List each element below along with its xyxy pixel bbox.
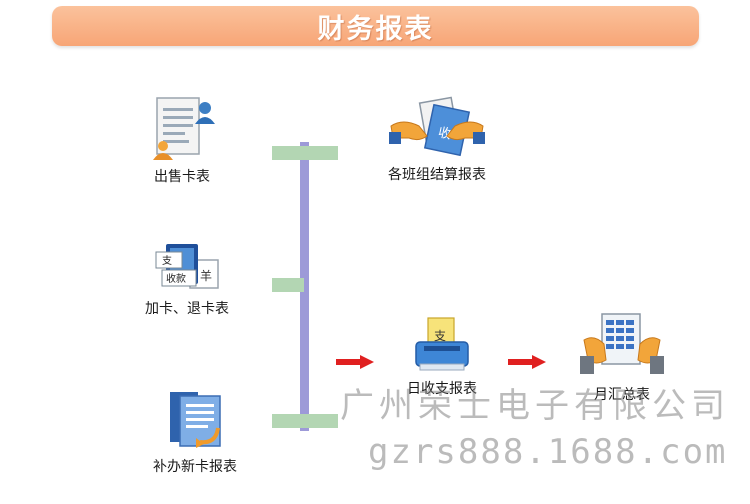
- node-reissue-card[interactable]: 补办新卡报表: [140, 388, 250, 476]
- flow-arrow-icon: [336, 355, 374, 369]
- page-title: 财务报表: [317, 13, 434, 45]
- watermark-site: gzrs888.1688.com: [368, 432, 728, 472]
- printer-receipt-icon: 支: [415, 317, 469, 371]
- connector-stub-middle: [272, 278, 304, 292]
- node-label: 出售卡表: [154, 169, 210, 185]
- node-add-refund-card[interactable]: 羊 支 收款 加卡、退卡表: [132, 242, 242, 318]
- svg-text:收: 收: [437, 125, 453, 142]
- svg-text:收款: 收款: [166, 272, 186, 285]
- node-label: 各班组结算报表: [388, 167, 486, 183]
- svg-text:羊: 羊: [200, 268, 212, 283]
- connector-stub-top: [272, 146, 338, 160]
- payment-receipt-icon: 羊 支 收款: [155, 244, 219, 289]
- node-sell-card[interactable]: 出售卡表: [142, 96, 222, 186]
- hands-spreadsheet-icon: [580, 313, 664, 374]
- svg-text:支: 支: [162, 255, 172, 267]
- node-shift-settlement[interactable]: 收 各班组结算报表: [372, 96, 502, 184]
- node-label: 补办新卡报表: [153, 459, 237, 475]
- node-label: 日收支报表: [407, 381, 477, 397]
- document-user-icon: [153, 97, 215, 160]
- reissue-documents-icon: [170, 392, 221, 448]
- connector-stub-bottom: [272, 414, 338, 428]
- handshake-receipt-icon: 收: [389, 96, 485, 157]
- node-monthly-summary[interactable]: 月汇总表: [572, 312, 672, 404]
- title-banner: 财务报表: [52, 6, 699, 46]
- node-label: 加卡、退卡表: [145, 301, 229, 317]
- node-label: 月汇总表: [594, 387, 650, 403]
- flow-arrow-icon: [508, 355, 546, 369]
- connector-bus: [300, 142, 309, 431]
- node-daily-report[interactable]: 支 日收支报表: [392, 316, 492, 398]
- svg-text:支: 支: [434, 329, 446, 343]
